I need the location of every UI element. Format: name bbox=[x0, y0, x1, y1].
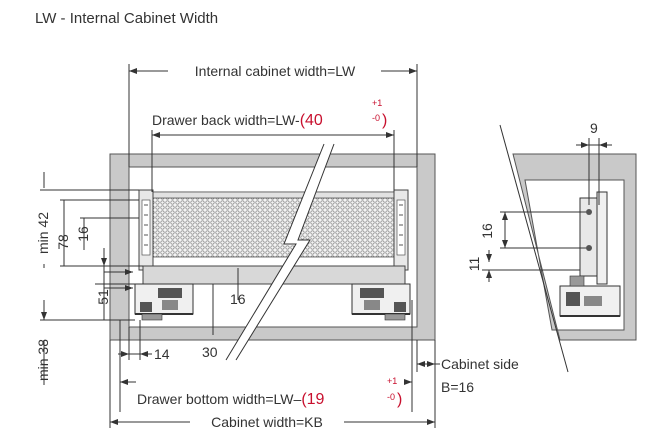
internal-width-label: Internal cabinet width=LW bbox=[195, 63, 356, 79]
dim-14: 14 bbox=[154, 346, 170, 362]
dim-51: 51 bbox=[95, 289, 111, 305]
drawer-bottom-close: ) bbox=[397, 391, 402, 408]
drawer-back-close: ) bbox=[382, 112, 387, 129]
cabinet-side-label: Cabinet side bbox=[441, 356, 519, 372]
break-band bbox=[226, 144, 334, 360]
drawer-bottom-tol-plus: +1 bbox=[387, 376, 397, 386]
drawer-bottom-open: ( bbox=[301, 391, 307, 408]
drawer-bottom-label: Drawer bottom width=LW–(19 bbox=[137, 391, 325, 408]
drawer-back-value: 40 bbox=[305, 112, 323, 129]
dim-78: 78 bbox=[55, 234, 71, 250]
left-drawer-side bbox=[138, 189, 154, 271]
cabinet-side-dimension bbox=[416, 340, 440, 372]
drawer-back-label: Drawer back width=LW-(40 bbox=[152, 112, 323, 129]
page-title: LW - Internal Cabinet Width bbox=[35, 10, 219, 27]
dim-16-mid: 16 bbox=[230, 291, 246, 307]
b-value-label: B=16 bbox=[441, 379, 474, 395]
dim-16-mid-lines bbox=[212, 268, 239, 335]
cabinet-width-label: Cabinet width=KB bbox=[211, 414, 323, 430]
dim-30: 30 bbox=[202, 344, 218, 360]
left-runner bbox=[134, 283, 194, 321]
right-runner bbox=[351, 283, 411, 321]
drawer-back-mesh bbox=[151, 191, 395, 258]
dim-9: 9 bbox=[590, 120, 598, 136]
right-drawer-side bbox=[393, 189, 409, 271]
drawer-back-tol-minus: -0 bbox=[372, 113, 380, 123]
dim-16-left: 16 bbox=[75, 226, 91, 242]
dim-11: 11 bbox=[466, 257, 482, 272]
left-height-dimensions bbox=[40, 172, 143, 385]
drawer-bottom-prefix: Drawer bottom width=LW– bbox=[137, 391, 302, 407]
side-detail-view: 9 16 11 bbox=[466, 120, 637, 373]
dim-16-right: 16 bbox=[479, 223, 495, 239]
dim-min42: min 42 bbox=[35, 212, 51, 254]
drawer-bottom-value: 19 bbox=[307, 391, 325, 408]
internal-width-dimension bbox=[128, 64, 418, 167]
cabinet-front-view: Internal cabinet width=LW Drawer back wi… bbox=[35, 63, 519, 430]
drawer-back-prefix: Drawer back width=LW- bbox=[152, 112, 300, 128]
drawer-back-dimension bbox=[151, 130, 395, 192]
drawer-bottom-tol-minus: -0 bbox=[387, 392, 395, 402]
drawer-back-tol-plus: +1 bbox=[372, 98, 382, 108]
drawer-back-open: ( bbox=[300, 112, 306, 129]
dim-min38: min 38 bbox=[35, 339, 51, 381]
cabinet-width-dimension bbox=[109, 340, 436, 428]
